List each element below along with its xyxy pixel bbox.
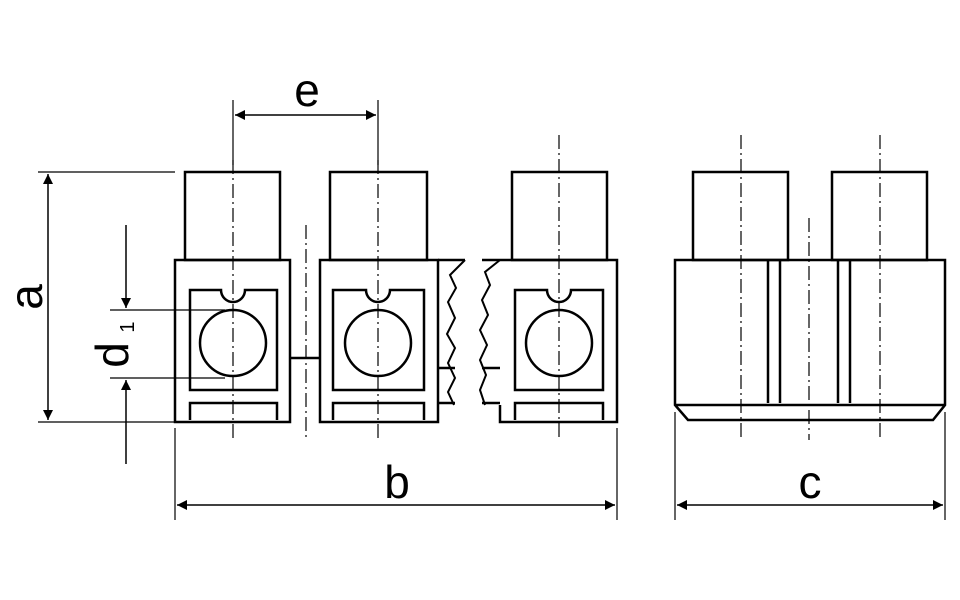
- label-d1: d 1: [86, 321, 139, 367]
- label-e: e: [294, 64, 320, 116]
- break-line-right: [478, 259, 501, 406]
- label-c: c: [799, 456, 822, 508]
- label-d-subscript: 1: [117, 321, 139, 332]
- center-lines: [232, 135, 881, 440]
- label-b: b: [384, 456, 410, 508]
- dimension-lines: [43, 110, 943, 510]
- extension-lines: [38, 100, 946, 520]
- front-module-3: [482, 170, 619, 424]
- break-line-left: [445, 259, 466, 406]
- front-module-2: [318, 170, 465, 424]
- side-view: [673, 170, 947, 422]
- label-a: a: [0, 284, 52, 310]
- label-d: d: [86, 342, 138, 368]
